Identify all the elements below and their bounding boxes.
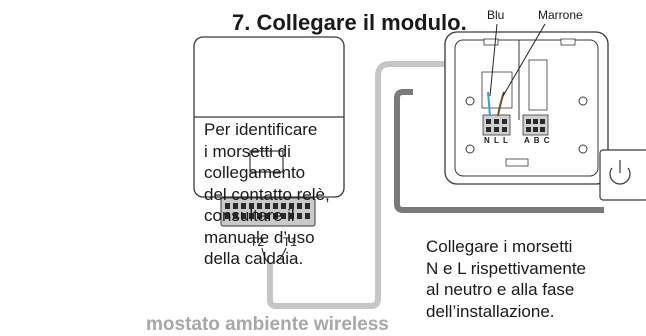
note-line: della caldaia. — [204, 249, 304, 268]
blu-label: Blu — [487, 8, 505, 22]
blue-wire — [487, 91, 491, 117]
boiler-cable — [267, 61, 445, 309]
note-line: manuale d’uso — [204, 227, 315, 247]
terminal-hole — [289, 203, 294, 209]
note-line: consultare il — [204, 206, 295, 225]
boiler — [193, 36, 345, 198]
terminal-hole — [281, 213, 286, 219]
terminal-hole — [273, 213, 278, 219]
power-cable — [394, 89, 604, 213]
terminal-hole — [273, 203, 278, 209]
terminal-hole — [297, 203, 302, 209]
terminal-hole — [265, 203, 270, 209]
terminal-hole — [249, 213, 254, 219]
terminal-hole — [297, 213, 302, 219]
terminal-hole — [281, 203, 286, 209]
terminal-hole — [225, 203, 230, 209]
terminal-label-abc: A B C — [524, 136, 551, 145]
boiler-display — [249, 150, 284, 173]
note-line: Per identificare — [204, 120, 318, 139]
power-socket — [599, 149, 646, 201]
marrone-pointer — [502, 23, 546, 97]
terminal-hole — [233, 213, 238, 219]
note-line: dell’installazione. — [426, 301, 555, 321]
terminal-hole — [249, 203, 254, 209]
terminal-hole — [289, 213, 294, 219]
terminal-label-nll: N L L — [484, 136, 509, 145]
power-icon — [609, 167, 631, 185]
terminal-hole — [305, 203, 310, 209]
brown-wire — [497, 91, 505, 117]
cropped-section-heading: mostato ambiente wireless — [146, 314, 389, 335]
terminal-hole — [257, 203, 262, 209]
t1-wire — [275, 247, 287, 263]
boiler-relay-note: Per identificare i morsetti di collegament… — [204, 119, 330, 270]
terminal-connection-note: Collegare i morsetti N e L rispettivament… — [426, 236, 586, 322]
t2-label: T2 — [250, 235, 265, 249]
terminal-hole — [265, 213, 270, 219]
terminal-hole — [233, 203, 238, 209]
note-line: collegamento — [204, 163, 306, 182]
note-line: Collegare i morsetti — [426, 237, 573, 256]
module — [444, 31, 609, 185]
terminal-hole — [305, 213, 310, 219]
t2-wire — [261, 247, 269, 263]
page-title: 7. Collegare il modulo. — [232, 10, 467, 35]
terminal-hole — [225, 213, 230, 219]
marrone-label: Marrone — [538, 8, 583, 22]
terminal-hole — [257, 213, 262, 219]
note-line: N e L rispettivamente — [426, 258, 586, 278]
note-line: al neutro e alla fase — [426, 280, 575, 299]
blu-pointer — [489, 23, 498, 97]
boiler-terminal-strip — [220, 197, 316, 227]
terminal-hole — [241, 203, 246, 209]
t1-label: T1 — [283, 235, 298, 249]
note-line: del contatto relè, — [204, 184, 330, 204]
note-line: i morsetti di — [204, 141, 291, 161]
terminal-hole — [241, 213, 246, 219]
